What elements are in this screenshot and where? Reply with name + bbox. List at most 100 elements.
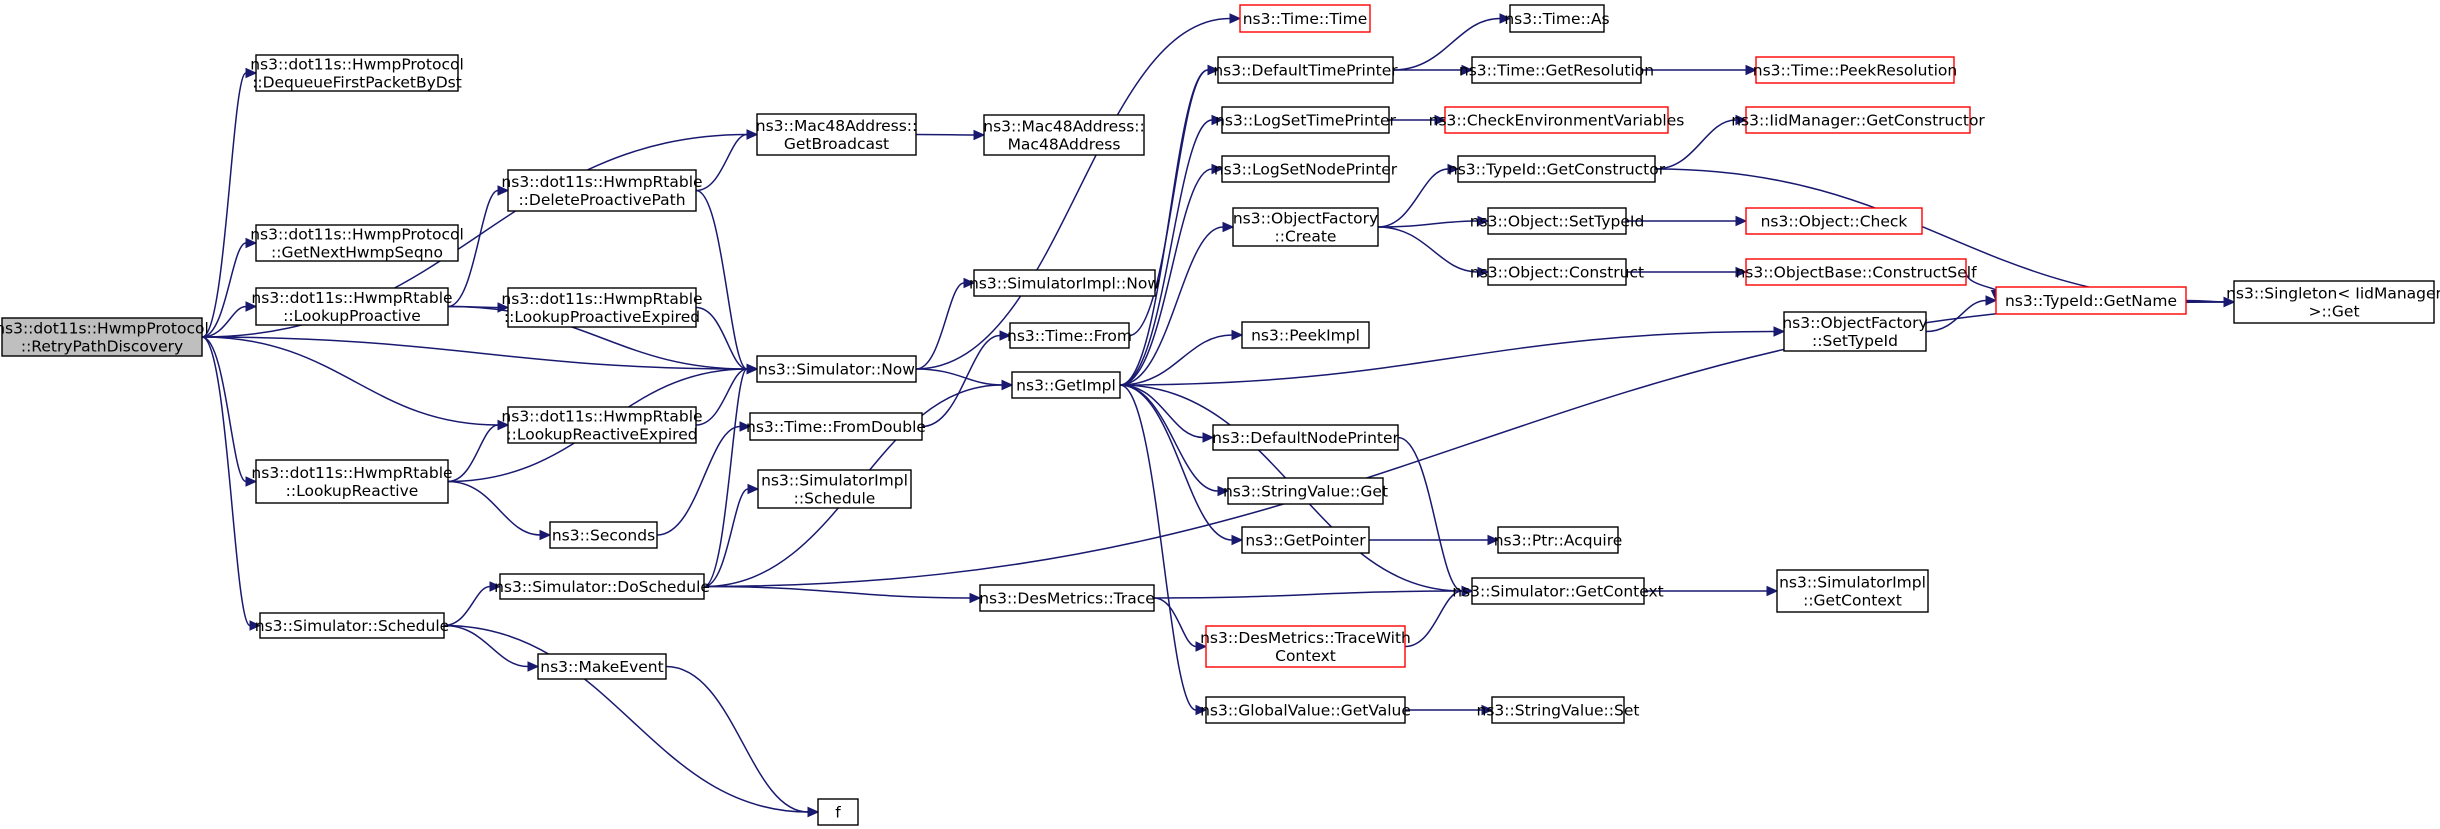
node-box-getresolution[interactable] [1471, 56, 1642, 84]
node-box-time[interactable] [1239, 4, 1371, 33]
node-box-seconds[interactable] [549, 521, 658, 549]
node-peekimpl[interactable]: ns3::PeekImpl [1241, 321, 1370, 349]
node-simimplschedule[interactable]: ns3::SimulatorImpl::Schedule [757, 469, 912, 509]
node-box-logsettimeprinter[interactable] [1221, 106, 1390, 134]
node-getnexthwmp[interactable]: ns3::dot11s::HwmpProtocol::GetNextHwmpSe… [250, 224, 464, 262]
node-simgetcontext[interactable]: ns3::Simulator::GetContext [1452, 577, 1664, 605]
node-defaultnodeprinter[interactable]: ns3::DefaultNodePrinter [1212, 424, 1400, 451]
node-ptracquire[interactable]: ns3::Ptr::Acquire [1494, 526, 1623, 554]
node-getbroadcast[interactable]: ns3::Mac48Address::GetBroadcast [756, 113, 918, 156]
node-logsetnodeprinter[interactable]: ns3::LogSetNodePrinter [1214, 155, 1398, 183]
node-box-timeas[interactable] [1509, 4, 1605, 33]
node-timefrom[interactable]: ns3::Time::From [1007, 322, 1132, 349]
node-box-getpointer[interactable] [1241, 526, 1370, 554]
node-box-doschedule[interactable] [499, 573, 705, 600]
node-peekresolution[interactable]: ns3::Time::PeekResolution [1753, 56, 1957, 84]
node-fromdouble[interactable]: ns3::Time::FromDouble [746, 412, 926, 441]
node-stringvalueset[interactable]: ns3::StringValue::Set [1477, 696, 1640, 724]
node-box-tracewithcontext[interactable] [1205, 625, 1406, 668]
node-objconstruct[interactable]: ns3::Object::Construct [1470, 258, 1644, 286]
node-iidgetctor[interactable]: ns3::IidManager::GetConstructor [1731, 106, 1985, 134]
node-objfactorycreate[interactable]: ns3::ObjectFactory::Create [1232, 207, 1379, 247]
node-objfactorysettypeid[interactable]: ns3::ObjectFactory::SetTypeId [1782, 311, 1928, 352]
node-typeidgetname[interactable]: ns3::TypeId::GetName [1995, 286, 2187, 315]
node-f[interactable]: f [817, 798, 859, 826]
node-destrace[interactable]: ns3::DesMetrics::Trace [979, 584, 1155, 612]
node-objcheck[interactable]: ns3::Object::Check [1745, 207, 1923, 235]
node-box-objsettypeid[interactable] [1487, 207, 1627, 235]
node-getpointer[interactable]: ns3::GetPointer [1241, 526, 1370, 554]
node-box-lookupreactiveexp[interactable] [507, 406, 697, 444]
node-stringvalueget[interactable]: ns3::StringValue::Get [1223, 477, 1388, 505]
node-simschedule[interactable]: ns3::Simulator::Schedule [255, 612, 449, 639]
node-singletonget[interactable]: ns3::Singleton< IidManager >::Get [2226, 280, 2440, 324]
node-box-timefrom[interactable] [1009, 322, 1130, 349]
node-box-stringvalueset[interactable] [1491, 696, 1625, 724]
node-box-simschedule[interactable] [259, 612, 445, 639]
node-makeevent[interactable]: ns3::MakeEvent [537, 653, 667, 680]
node-box-typeidgetname[interactable] [1995, 286, 2187, 315]
node-doschedule[interactable]: ns3::Simulator::DoSchedule [494, 573, 710, 600]
node-box-getnexthwmp[interactable] [255, 224, 459, 262]
node-lookupproactiveexp[interactable]: ns3::dot11s::HwmpRtable::LookupProactive… [501, 287, 703, 328]
node-box-mac48ctor[interactable] [983, 114, 1145, 156]
node-box-simgetcontext[interactable] [1471, 577, 1645, 605]
node-seconds[interactable]: ns3::Seconds [549, 521, 658, 549]
node-box-defaulttimeprinter[interactable] [1217, 56, 1394, 84]
node-globalvalueget[interactable]: ns3::GlobalValue::GetValue [1200, 696, 1411, 724]
node-box-objfactorysettypeid[interactable] [1783, 311, 1927, 352]
node-box-typeidgetctor[interactable] [1457, 155, 1656, 183]
node-box-makeevent[interactable] [537, 653, 667, 680]
node-box-lookupproactive[interactable] [255, 287, 449, 326]
node-time[interactable]: ns3::Time::Time [1239, 4, 1371, 33]
node-constructself[interactable]: ns3::ObjectBase::ConstructSelf [1735, 258, 1977, 286]
node-box-ptracquire[interactable] [1497, 526, 1619, 554]
node-box-simimplschedule[interactable] [757, 469, 912, 509]
node-box-lookupproactiveexp[interactable] [507, 287, 697, 328]
node-box-defaultnodeprinter[interactable] [1212, 424, 1399, 451]
node-box-f[interactable] [817, 798, 859, 826]
node-box-deleteproactive[interactable] [507, 169, 697, 212]
node-dequeue[interactable]: ns3::dot11s::HwmpProtocol::DequeueFirstP… [250, 54, 464, 92]
node-checkenv[interactable]: ns3::CheckEnvironmentVariables [1429, 106, 1685, 134]
node-box-simimplgetcontext[interactable] [1776, 569, 1929, 613]
node-root[interactable]: ns3::dot11s::HwmpProtocol::RetryPathDisc… [0, 317, 209, 357]
node-box-peekimpl[interactable] [1241, 321, 1370, 349]
node-box-objfactorycreate[interactable] [1232, 207, 1379, 247]
node-box-checkenv[interactable] [1444, 106, 1669, 134]
node-box-getimpl[interactable] [1011, 371, 1121, 399]
node-box-lookupreactive[interactable] [255, 459, 449, 504]
node-box-peekresolution[interactable] [1755, 56, 1955, 84]
node-timeas[interactable]: ns3::Time::As [1504, 4, 1610, 33]
node-box-objcheck[interactable] [1745, 207, 1923, 235]
node-simnow[interactable]: ns3::Simulator::Now [756, 355, 917, 383]
node-box-objconstruct[interactable] [1487, 258, 1627, 286]
node-getimpl[interactable]: ns3::GetImpl [1011, 371, 1121, 399]
node-box-destrace[interactable] [979, 584, 1155, 612]
node-deleteproactive[interactable]: ns3::dot11s::HwmpRtable::DeleteProactive… [501, 169, 703, 212]
node-box-fromdouble[interactable] [749, 412, 923, 441]
node-simimplnow[interactable]: ns3::SimulatorImpl::Now [969, 269, 1160, 297]
node-getresolution[interactable]: ns3::Time::GetResolution [1459, 56, 1654, 84]
node-objsettypeid[interactable]: ns3::Object::SetTypeId [1470, 207, 1645, 235]
node-logsettimeprinter[interactable]: ns3::LogSetTimePrinter [1215, 106, 1397, 134]
node-simimplgetcontext[interactable]: ns3::SimulatorImpl::GetContext [1776, 569, 1929, 613]
node-lookupreactiveexp[interactable]: ns3::dot11s::HwmpRtable::LookupReactiveE… [501, 406, 703, 444]
node-box-logsetnodeprinter[interactable] [1221, 155, 1390, 183]
node-mac48ctor[interactable]: ns3::Mac48Address::Mac48Address [983, 114, 1145, 156]
node-box-constructself[interactable] [1745, 258, 1967, 286]
node-box-globalvalueget[interactable] [1205, 696, 1406, 724]
node-box-getbroadcast[interactable] [756, 113, 917, 156]
node-lookupproactive[interactable]: ns3::dot11s::HwmpRtable::LookupProactive [251, 287, 453, 326]
node-typeidgetctor[interactable]: ns3::TypeId::GetConstructor [1448, 155, 1666, 183]
node-box-root[interactable] [1, 317, 203, 357]
node-box-stringvalueget[interactable] [1227, 477, 1384, 505]
node-box-simnow[interactable] [756, 355, 917, 383]
node-defaulttimeprinter[interactable]: ns3::DefaultTimePrinter [1213, 56, 1398, 84]
node-lookupreactive[interactable]: ns3::dot11s::HwmpRtable::LookupReactive [251, 459, 453, 504]
node-box-singletonget[interactable] [2233, 280, 2435, 324]
node-box-dequeue[interactable] [255, 54, 459, 92]
node-box-simimplnow[interactable] [973, 269, 1156, 297]
node-box-iidgetctor[interactable] [1745, 106, 1971, 134]
